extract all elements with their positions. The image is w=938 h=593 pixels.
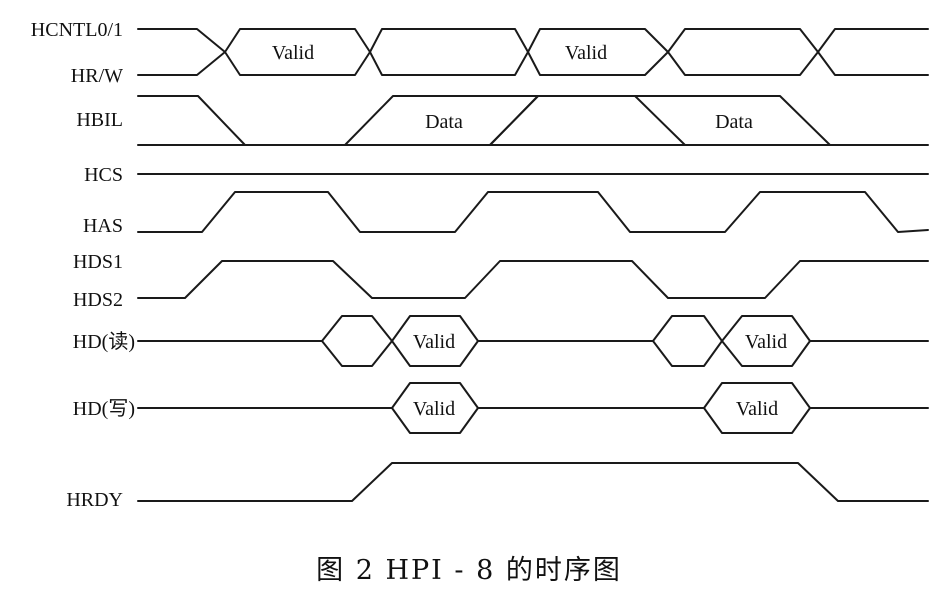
waveform-hds — [137, 260, 929, 299]
hcntl-valid-2: Valid — [565, 42, 607, 64]
waveform-hbil — [137, 95, 929, 146]
waveform-hd-read — [137, 315, 929, 367]
label-hcs: HCS — [84, 164, 123, 186]
waveform-has — [137, 191, 929, 233]
label-hrw: HR/W — [71, 65, 123, 87]
label-has: HAS — [83, 215, 123, 237]
label-hbil: HBIL — [76, 109, 123, 131]
label-hd-write: HD(写) — [73, 398, 135, 420]
hd-write-valid-1: Valid — [413, 398, 455, 420]
label-hcntl: HCNTL0/1 — [31, 19, 123, 41]
signal-labels: HCNTL0/1 HR/W HBIL HCS HAS HDS1 HDS2 HD(… — [31, 19, 135, 511]
waveform-hd-write — [137, 382, 929, 434]
hd-read-valid-2: Valid — [745, 331, 787, 353]
waveform-hrdy — [137, 462, 929, 502]
hd-write-valid-2: Valid — [736, 398, 778, 420]
hbil-data-2: Data — [715, 111, 753, 133]
label-hds1: HDS1 — [73, 251, 123, 273]
label-hd-read: HD(读) — [73, 330, 135, 353]
label-hrdy: HRDY — [66, 489, 123, 511]
hcntl-valid-1: Valid — [272, 42, 314, 64]
hbil-data-1: Data — [425, 111, 463, 133]
hd-read-valid-1: Valid — [413, 331, 455, 353]
label-hds2: HDS2 — [73, 289, 123, 311]
waveform-hcntl-hrw — [137, 28, 929, 76]
figure-caption: 图 2 HPI - 8 的时序图 — [316, 555, 622, 586]
